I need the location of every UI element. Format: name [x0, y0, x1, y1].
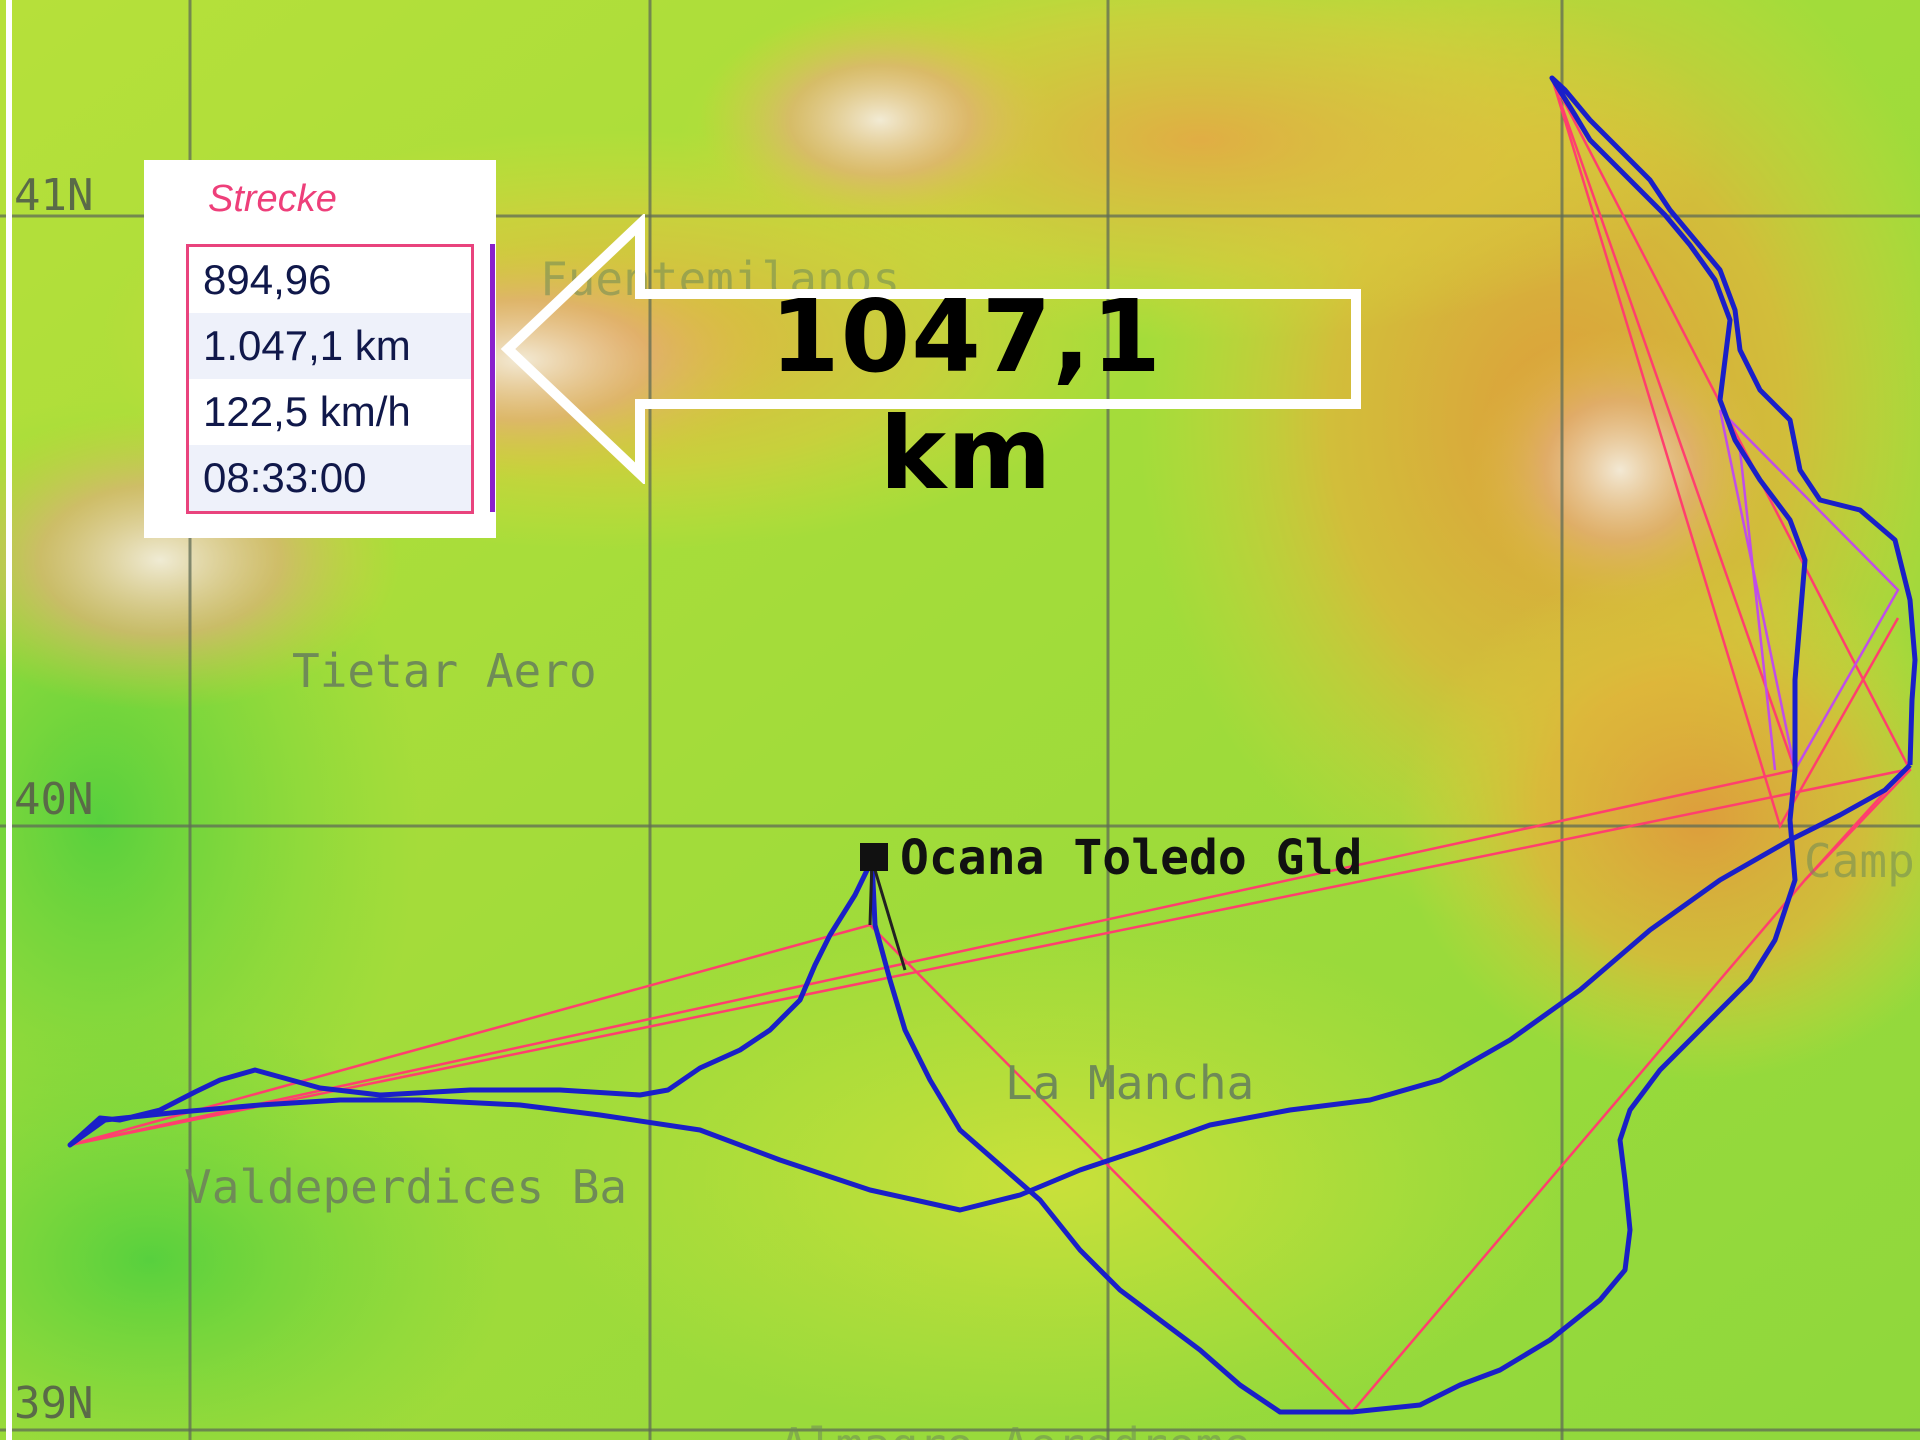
stat-points: 894,96 — [203, 256, 332, 303]
place-label-tietar-aero[interactable]: Tietar Aero — [292, 644, 597, 698]
stats-panel: Strecke 894,96 1.047,1 km 122,5 km/h 08:… — [144, 160, 496, 538]
distance-callout: 1047,1 km — [770, 278, 1162, 512]
flight-track — [67, 75, 1918, 1415]
stat-distance: 1.047,1 km — [189, 313, 471, 379]
task-lines-alt — [1718, 409, 1900, 774]
place-label-la-mancha[interactable]: La Mancha — [1005, 1056, 1255, 1110]
place-label-campo[interactable]: Camp — [1804, 834, 1915, 888]
stat-speed: 122,5 km/h — [203, 388, 411, 435]
stats-values-box: 894,96 1.047,1 km 122,5 km/h 08:33:00 — [186, 244, 474, 514]
airfield-marker[interactable] — [860, 843, 888, 871]
place-label-ocana-toledo[interactable]: Ocana Toledo Gld — [900, 830, 1363, 886]
arrow-left-icon — [500, 214, 1361, 484]
latitude-label-41n: 41N — [14, 170, 94, 221]
latitude-label-40n: 40N — [14, 774, 94, 825]
place-label-valdeperdices[interactable]: Valdeperdices Ba — [184, 1160, 628, 1214]
latitude-label-39n: 39N — [14, 1378, 94, 1429]
stats-title: Strecke — [208, 178, 337, 220]
place-label-bottom[interactable]: Almagro Aerodrome — [780, 1418, 1251, 1440]
stat-duration: 08:33:00 — [189, 445, 471, 511]
stats-accent-bar — [490, 244, 495, 512]
